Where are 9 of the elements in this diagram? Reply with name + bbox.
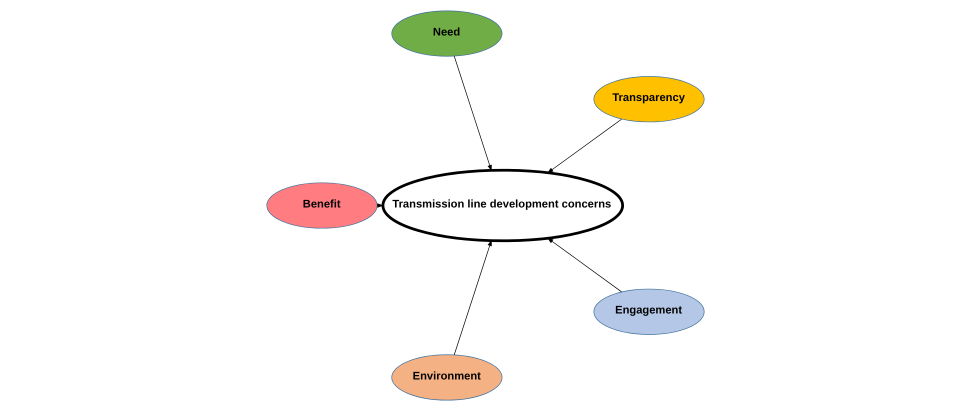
arrow [376,203,384,208]
arrow [546,238,622,292]
arrow [453,240,492,356]
node-ellipse: Environment [390,354,502,400]
node-ellipse: Engagement [593,288,704,335]
node-ellipse: Transparency [593,76,704,122]
node-ellipse: Need [390,10,502,57]
arrow [453,56,492,172]
arrow [546,118,622,174]
